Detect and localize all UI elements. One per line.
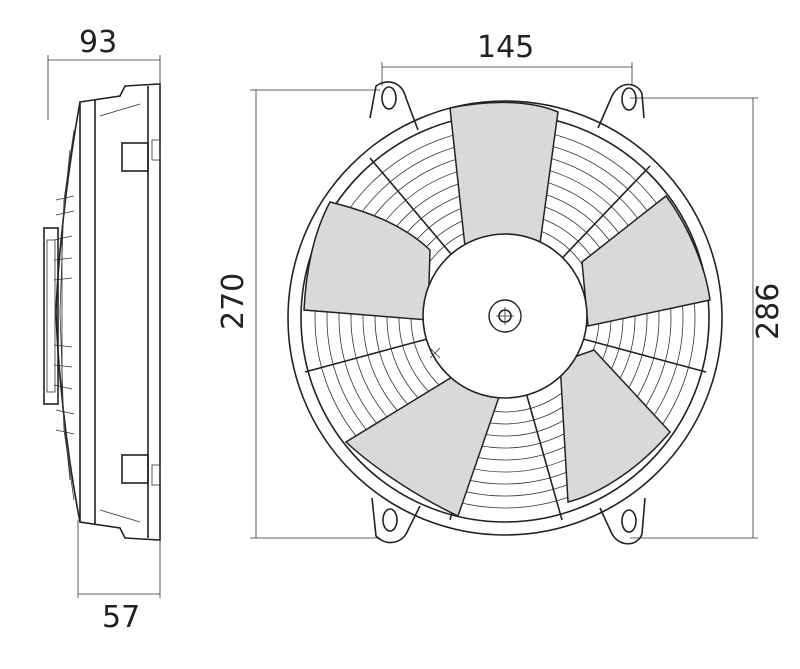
mounting-ear-bottom-right (599, 497, 646, 545)
mounting-ear-top-left (369, 81, 419, 131)
dimension-label-93: 93 (79, 25, 117, 60)
dimension-145: 145 (381, 30, 633, 86)
fan-blades (303, 101, 711, 518)
dimension-label-286: 286 (751, 283, 786, 340)
outer-ring (287, 100, 723, 536)
fan-blade (581, 194, 711, 327)
side-grille-hatch (53, 195, 75, 435)
fan-blade (344, 365, 522, 518)
dimension-57: 57 (77, 520, 161, 635)
side-view: 93 (43, 25, 161, 635)
dimension-label-57: 57 (102, 600, 140, 635)
mounting-ear-bottom-left (371, 497, 421, 544)
front-view: 145 270 286 (216, 30, 786, 545)
dimension-270: 270 (216, 89, 380, 539)
dimension-286: 286 (630, 97, 786, 539)
fan-blade (559, 349, 671, 503)
dimension-93: 93 (47, 25, 161, 120)
mounting-ear-top-right (597, 83, 645, 129)
dimension-label-270: 270 (216, 273, 251, 330)
dimension-label-145: 145 (477, 30, 534, 65)
fan-blade (303, 201, 431, 321)
